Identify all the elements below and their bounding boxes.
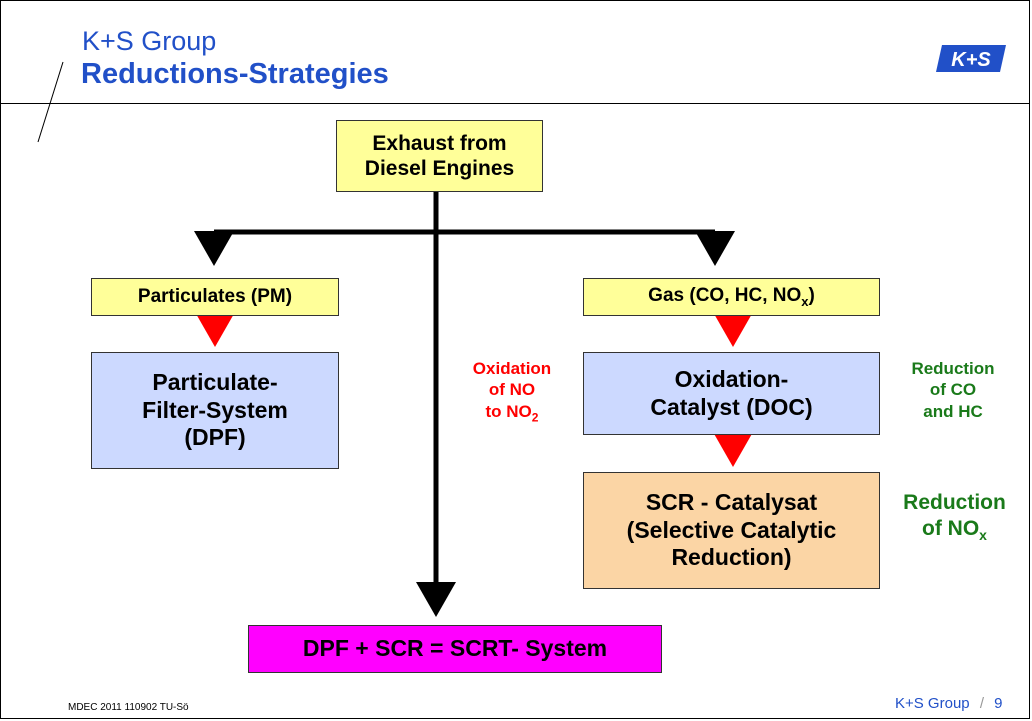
node-scr-line2: (Selective Catalytic xyxy=(626,516,837,543)
footer-reference: MDEC 2011 110902 TU-Sö xyxy=(68,702,189,713)
ks-logo: K+S xyxy=(936,45,1006,72)
header-company: K+S Group xyxy=(82,26,217,56)
node-exhaust-line1: Exhaust from xyxy=(372,131,507,155)
node-doc: Oxidation-Catalyst (DOC) xyxy=(583,352,880,435)
logo-text: K+S xyxy=(951,49,991,71)
node-dpf-line1: Particulate- xyxy=(152,369,278,396)
diagonal-stroke xyxy=(37,61,64,143)
node-scr-line1: SCR - Catalysat xyxy=(645,489,818,516)
header-divider xyxy=(0,103,1030,104)
annotation-oxidation: Oxidation of NO to NO2 xyxy=(472,359,552,424)
node-scr-line3: Reduction) xyxy=(671,544,792,571)
node-gas: Gas (CO, HC, NOx) xyxy=(583,278,880,316)
node-gas-label: Gas (CO, HC, NOx) xyxy=(648,284,815,309)
node-particulates: Particulates (PM) xyxy=(91,278,339,316)
node-scrt: DPF + SCR = SCRT- System xyxy=(248,625,662,673)
node-dpf-line2: Filter-System xyxy=(142,396,288,423)
node-particulates-label: Particulates (PM) xyxy=(137,285,293,307)
footer-page-info: K+S Group / 9 xyxy=(895,695,1003,712)
node-exhaust-line2: Diesel Engines xyxy=(364,157,515,180)
node-dpf: Particulate-Filter-System(DPF) xyxy=(91,352,339,469)
annotation-reduction-co-hc: Reduction of CO and HC xyxy=(911,359,995,421)
footer-page-number: 9 xyxy=(994,695,1003,712)
page-title: Reductions-Strategies xyxy=(81,58,389,90)
annotation-reduction-nox: Reduction of NOx xyxy=(903,491,1006,544)
footer-separator: / xyxy=(979,695,984,712)
node-doc-line1: Oxidation- xyxy=(674,365,789,392)
node-doc-line2: Catalyst (DOC) xyxy=(650,393,813,420)
footer-company: K+S Group xyxy=(895,695,970,712)
node-dpf-line3: (DPF) xyxy=(184,424,246,451)
node-scrt-label: DPF + SCR = SCRT- System xyxy=(302,635,608,662)
